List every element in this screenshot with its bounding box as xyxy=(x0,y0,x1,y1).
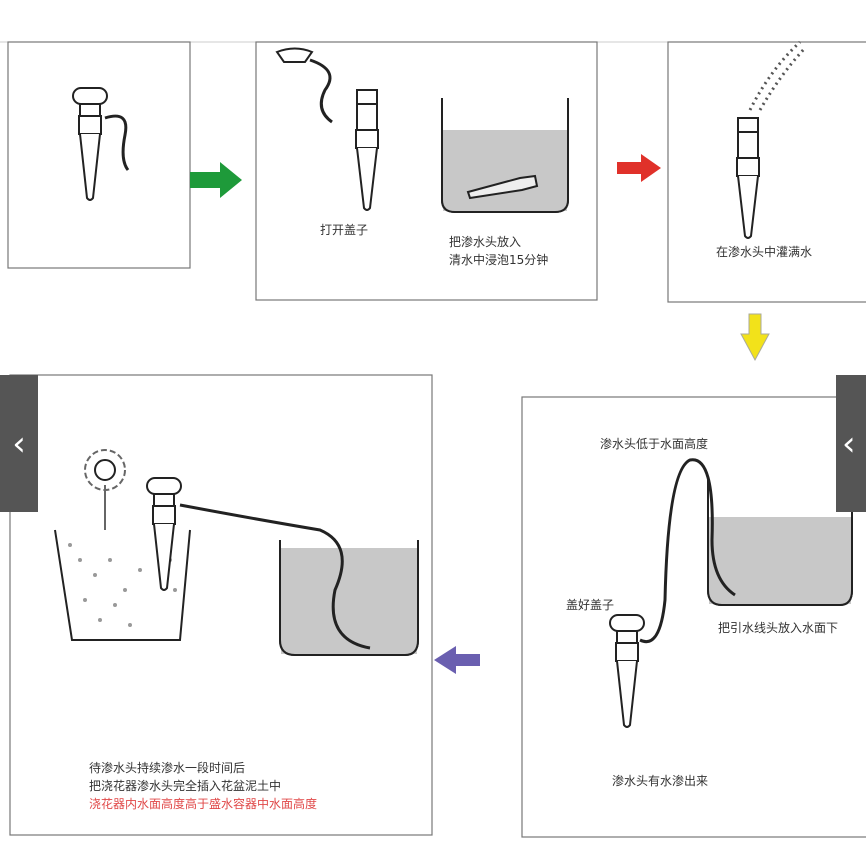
arrow-purple xyxy=(434,646,480,674)
carousel-prev-button[interactable]: ‹ xyxy=(0,375,38,512)
arrow-green xyxy=(190,162,242,198)
chevron-left-icon: ‹ xyxy=(12,423,26,464)
watering-spike-icon xyxy=(72,87,108,201)
chevron-icon: ‹ xyxy=(842,423,856,464)
step4-under-label: 把引水线头放入水面下 xyxy=(718,621,839,635)
arrow-red xyxy=(617,154,661,182)
step5-line3: 浇花器内水面高度高于盛水容器中水面高度 xyxy=(89,797,318,811)
step2-label: 打开盖子 xyxy=(320,223,369,237)
step4-cap-label: 盖好盖子 xyxy=(566,598,615,612)
step5-line1: 待渗水头持续渗水一段时间后 xyxy=(89,761,246,775)
step5-line2: 把浇花器渗水头完全插入花盆泥土中 xyxy=(89,779,282,793)
panel-frames xyxy=(7,41,866,838)
step4-bottom-label: 渗水头有水渗出来 xyxy=(612,774,709,788)
carousel-next-button[interactable]: ‹ xyxy=(836,375,866,512)
step4-top-label: 渗水头低于水面高度 xyxy=(600,437,709,451)
step2-soak-line1: 把渗水头放入 xyxy=(449,235,522,249)
step3-label: 在渗水头中灌满水 xyxy=(716,245,813,259)
arrow-yellow xyxy=(740,313,770,362)
step2-soak-line2: 清水中浸泡15分钟 xyxy=(449,253,549,267)
